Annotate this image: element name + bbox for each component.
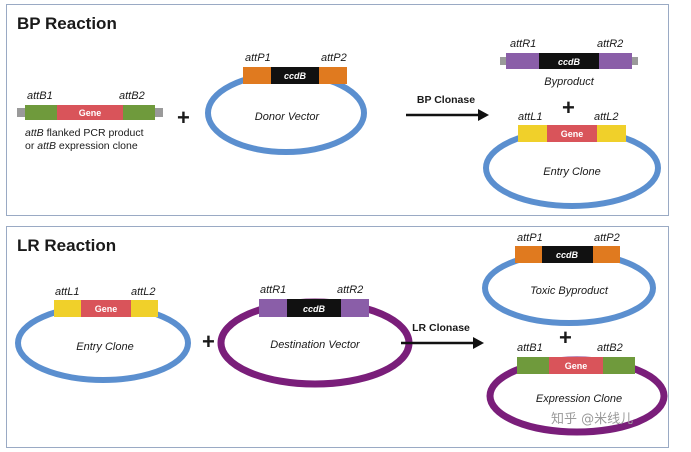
byproduct-attr2-label: attR2	[597, 38, 623, 50]
expr-attb1-label: attB1	[517, 342, 543, 354]
bp-entry-attl2-segment	[597, 125, 626, 142]
donor-attp2-segment	[319, 67, 347, 84]
lr-reaction-diagram: LR Reaction Gene attL1 attL2 Entry Clone…	[15, 232, 668, 436]
toxic-attp2-segment	[593, 246, 620, 263]
toxic-ccdb-label: ccdB	[556, 250, 579, 260]
bp-entry-gene-segment	[547, 125, 597, 142]
pcr-gene-label: Gene	[79, 108, 102, 118]
lr-entry-attl1-segment	[54, 300, 81, 317]
pcr-attb1-segment	[25, 105, 57, 120]
pcr-attb2-label: attB2	[119, 90, 145, 102]
pcr-attb1-label: attB1	[27, 90, 53, 102]
lr-entry-clone-caption: Entry Clone	[76, 341, 133, 353]
donor-attp1-segment	[243, 67, 271, 84]
byproduct-attr1-segment	[506, 53, 539, 69]
pcr-left-flank	[17, 108, 25, 117]
donor-vector-plasmid: ccdB attP1 attP2 Donor Vector	[205, 52, 367, 155]
bp-plus-1: +	[177, 105, 190, 130]
dest-attr2-segment	[341, 299, 369, 317]
expr-attb2-label: attB2	[597, 342, 623, 354]
toxic-attp1-segment	[515, 246, 542, 263]
pcr-attb2-segment	[123, 105, 155, 120]
dest-ccdb-label: ccdB	[303, 304, 326, 314]
lr-clonase-label: LR Clonase	[412, 322, 470, 334]
lr-plus-2: +	[559, 325, 572, 350]
pcr-caption-line1: attB flanked PCR product	[25, 127, 144, 139]
lr-entry-attl2-label: attL2	[131, 286, 155, 298]
byproduct-ccdb-segment	[539, 53, 599, 69]
bp-reaction-title: BP Reaction	[17, 14, 117, 33]
bp-clonase-label: BP Clonase	[417, 94, 475, 106]
donor-attp2-label: attP2	[321, 52, 347, 64]
bp-byproduct: ccdB attR1 attR2 Byproduct	[500, 38, 638, 88]
dest-attr1-label: attR1	[260, 284, 286, 296]
expr-gene-label: Gene	[565, 361, 588, 371]
lr-reaction-title: LR Reaction	[17, 236, 116, 255]
bp-entry-attl2-label: attL2	[594, 111, 618, 123]
bp-entry-gene-label: Gene	[561, 129, 584, 139]
pcr-gene-segment	[57, 105, 123, 120]
destination-vector-caption: Destination Vector	[270, 339, 361, 351]
lr-entry-attl2-segment	[131, 300, 158, 317]
expr-attb2-segment	[603, 357, 635, 374]
lr-plus-1: +	[202, 329, 215, 354]
lr-reaction-panel: LR Reaction Gene attL1 attL2 Entry Clone…	[6, 226, 669, 448]
dest-ccdb-segment	[287, 299, 341, 317]
bp-reaction-panel: BP Reaction Gene attB1 attB2 attB flanke…	[6, 4, 669, 216]
pcr-right-flank	[155, 108, 163, 117]
dest-attr2-label: attR2	[337, 284, 363, 296]
lr-arrow-head	[473, 337, 484, 349]
lr-entry-gene-label: Gene	[95, 304, 118, 314]
bp-reaction-diagram: BP Reaction Gene attB1 attB2 attB flanke…	[17, 14, 661, 209]
bp-entry-attl1-segment	[518, 125, 547, 142]
toxic-byproduct-plasmid: ccdB attP1 attP2 Toxic Byproduct	[482, 232, 656, 326]
pcr-caption-line2: or attB expression clone	[25, 140, 138, 152]
toxic-ccdb-segment	[542, 246, 593, 263]
dest-attr1-segment	[259, 299, 287, 317]
toxic-attp2-label: attP2	[594, 232, 620, 244]
expression-clone-plasmid: Gene attB1 attB2 Expression Clone	[486, 342, 668, 436]
byproduct-ccdb-label: ccdB	[558, 57, 581, 67]
donor-attp1-label: attP1	[245, 52, 271, 64]
donor-ccdb-label: ccdB	[284, 71, 307, 81]
bp-reaction-arrow: BP Clonase	[406, 94, 489, 121]
byproduct-caption: Byproduct	[544, 76, 594, 88]
donor-vector-caption: Donor Vector	[255, 111, 321, 123]
watermark: 知乎 @米线儿	[551, 411, 633, 427]
lr-entry-gene-segment	[81, 300, 131, 317]
destination-vector-plasmid: ccdB attR1 attR2 Destination Vector	[217, 284, 413, 388]
bp-entry-clone-caption: Entry Clone	[543, 166, 600, 178]
toxic-byproduct-caption: Toxic Byproduct	[530, 285, 609, 297]
lr-entry-clone-plasmid: Gene attL1 attL2 Entry Clone	[15, 286, 191, 383]
attb-pcr-product: Gene attB1 attB2 attB flanked PCR produc…	[17, 90, 163, 152]
toxic-attp1-label: attP1	[517, 232, 543, 244]
byproduct-attr2-segment	[599, 53, 632, 69]
bp-plus-2: +	[562, 95, 575, 120]
byproduct-left-flank	[500, 57, 506, 65]
donor-ccdb-segment	[271, 67, 319, 84]
lr-entry-attl1-label: attL1	[55, 286, 79, 298]
expression-clone-caption: Expression Clone	[536, 393, 622, 405]
bp-entry-clone-plasmid: Gene attL1 attL2 Entry Clone	[483, 111, 661, 209]
byproduct-attr1-label: attR1	[510, 38, 536, 50]
byproduct-right-flank	[632, 57, 638, 65]
expr-gene-segment	[549, 357, 603, 374]
expr-attb1-segment	[517, 357, 549, 374]
bp-arrow-head	[478, 109, 489, 121]
lr-reaction-arrow: LR Clonase	[401, 322, 484, 349]
bp-entry-attl1-label: attL1	[518, 111, 542, 123]
